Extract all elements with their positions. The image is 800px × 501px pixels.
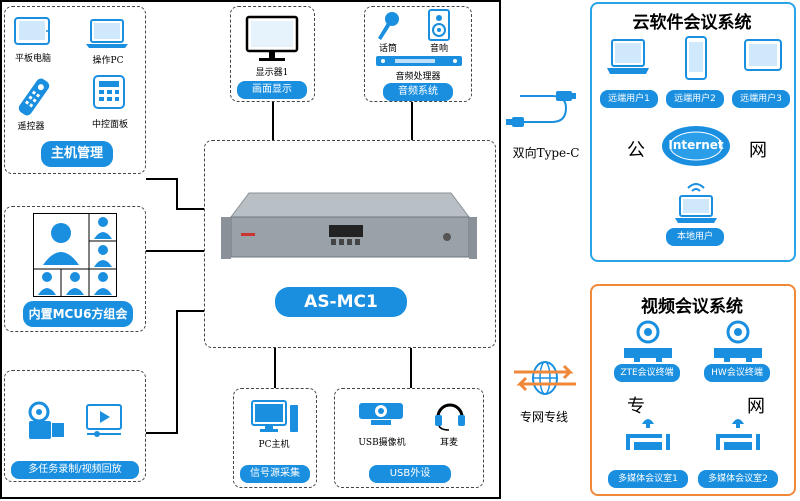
remote-control-icon [17,77,51,117]
audio-processor-icon [375,55,463,67]
video-title: 视频会议系统 [641,297,743,317]
usb-box: USB摄像机 耳麦 USB外设 [334,388,484,488]
private-line-icon [512,358,578,398]
headset-label: 耳麦 [439,438,458,448]
private-net-left: 专 [627,396,645,417]
host-management-title: 主机管理 [41,141,113,167]
internet-label: Internet [668,138,724,152]
control-panel-icon [93,75,125,109]
speaker-label: 音响 [429,44,448,54]
display-box: 显示器1 画面显示 [230,6,315,102]
pc-host-label: PC主机 [258,440,290,450]
recording-box: 多任务录制/视频回放 [4,370,146,482]
meeting-room-2-label: 多媒体会议室2 [698,470,778,488]
local-user-icon [674,180,718,224]
audio-box: 话筒 音响 音频处理器 音频系统 [364,6,472,102]
connector-usb [410,348,412,388]
connector-host-v [176,178,178,210]
remote-user-1-label: 远端用户1 [600,90,658,108]
pc-label: 操作PC [92,56,124,66]
pc-host-icon [250,399,300,435]
mcu-title: 内置MCU6方组会 [23,301,133,327]
remote-user-2-label: 远端用户2 [666,90,724,108]
as-mc1-device-icon [219,187,477,267]
headset-icon [433,397,467,431]
recording-title: 多任务录制/视频回放 [11,461,139,479]
hw-terminal-icon [712,320,764,364]
display-title: 画面显示 [237,81,307,99]
mic-label: 话筒 [378,44,397,54]
laptop-icon [85,19,129,49]
remote-user-1-icon [606,38,650,78]
connector-audio [411,102,413,140]
usb-camera-icon [357,399,405,427]
video-player-icon [85,403,125,439]
connector-signal [274,348,276,388]
connector-display [272,102,274,140]
connector-rec-h2 [176,310,204,312]
audio-title: 音频系统 [383,83,453,101]
remote-user-3-label: 远端用户3 [732,90,790,108]
signal-source-box: PC主机 信号源采集 [233,388,317,488]
connector-rec-h [146,432,178,434]
meeting-room-1-icon [622,412,674,452]
mcu-box: 内置MCU6方组会 [4,206,146,332]
system-frame [0,0,501,499]
remote-user-3-icon [744,38,784,76]
meeting-room-1-label: 多媒体会议室1 [608,470,688,488]
typec-label: 双向Type-C [512,146,580,160]
processor-label: 音频处理器 [395,72,441,82]
hw-terminal-label: HW会议终端 [704,364,770,382]
host-management-box: 平板电脑 操作PC 遥控器 中控面板 主机管理 [4,6,146,174]
signal-source-title: 信号源采集 [240,465,310,483]
cloud-title: 云软件会议系统 [632,13,752,33]
zte-terminal-icon [622,320,674,364]
connector-host [146,178,178,180]
connector-mcu [146,250,204,252]
tablet-label: 平板电脑 [14,54,51,64]
typec-cable-icon [506,84,578,134]
as-mc1-label: AS-MC1 [275,287,407,317]
connector-host-h2 [176,208,204,210]
local-user-label: 本地用户 [666,228,724,246]
tablet-icon [14,17,50,47]
internet-cloud-icon [658,120,734,172]
remote-label: 遥控器 [17,122,45,132]
connector-rec-v [176,310,178,434]
private-net-right: 网 [747,396,765,417]
zte-terminal-label: ZTE会议终端 [614,364,680,382]
public-net-left: 公 [627,140,645,161]
private-line-label: 专网专线 [519,410,568,424]
remote-user-2-icon [684,36,708,80]
usb-camera-label: USB摄像机 [358,438,406,448]
speaker-icon [427,9,451,41]
mcu-grid-icon [33,213,117,297]
microphone-icon [375,11,401,41]
usb-title: USB外设 [369,465,451,483]
cloud-conference-panel: 云软件会议系统 远端用户1 远端用户2 远端用户3 公 网 Internet 本… [590,2,796,262]
control-panel-label: 中控面板 [91,120,128,130]
center-device-box: AS-MC1 [204,140,496,348]
public-net-right: 网 [749,140,767,161]
meeting-room-2-icon [712,412,764,452]
display-1-label: 显示器1 [255,68,289,78]
monitor-icon [245,15,299,63]
video-conference-panel: 视频会议系统 ZTE会议终端 HW会议终端 专 网 多媒体会议室1 多媒体会议室… [590,284,796,496]
camcorder-icon [25,401,67,441]
